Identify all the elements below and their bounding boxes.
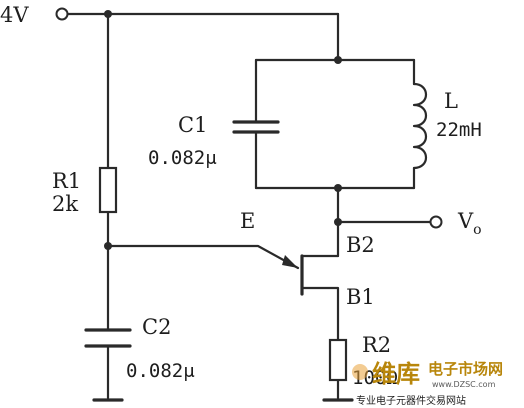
c2-capacitor <box>84 328 132 348</box>
inductor-value-label: 22mH <box>436 119 482 141</box>
output-terminal <box>429 215 443 229</box>
base1-label: B1 <box>346 285 375 309</box>
junction-dots <box>104 10 342 250</box>
watermark-tagline: 专业电子元器件交易网站 <box>356 394 466 407</box>
c1-ref-label: C1 <box>178 113 207 137</box>
watermark: 维库 电子市场网 www.DZSC.com 专业电子元器件交易网站 <box>352 360 503 407</box>
watermark-site-name: 电子市场网 <box>428 360 503 378</box>
r1-ref-label: R1 <box>52 169 81 193</box>
watermark-brand: 维库 <box>372 360 420 388</box>
emitter-label: E <box>240 209 255 233</box>
watermark-logo-icon <box>352 364 368 380</box>
r1-value-label: 2k <box>52 192 78 216</box>
emitter-arrow <box>282 255 298 268</box>
output-subscript: o <box>473 222 481 238</box>
supply-terminal <box>55 7 69 21</box>
inductor-coil <box>412 82 428 170</box>
c2-value-label: 0.082μ <box>126 360 195 382</box>
base2-label: B2 <box>346 233 375 257</box>
ujt-transistor <box>282 254 304 296</box>
inductor-ref-label: L <box>444 89 458 113</box>
r2-resistor <box>328 338 348 382</box>
c1-value-label: 0.082μ <box>148 147 217 169</box>
output-label: Vo <box>457 209 482 238</box>
supply-label: 4V <box>0 3 29 27</box>
watermark-url: www.DZSC.com <box>432 380 496 389</box>
c2-ref-label: C2 <box>142 315 171 339</box>
r2-ref-label: R2 <box>362 333 391 357</box>
c1-capacitor <box>232 120 280 134</box>
r1-resistor <box>98 166 118 214</box>
